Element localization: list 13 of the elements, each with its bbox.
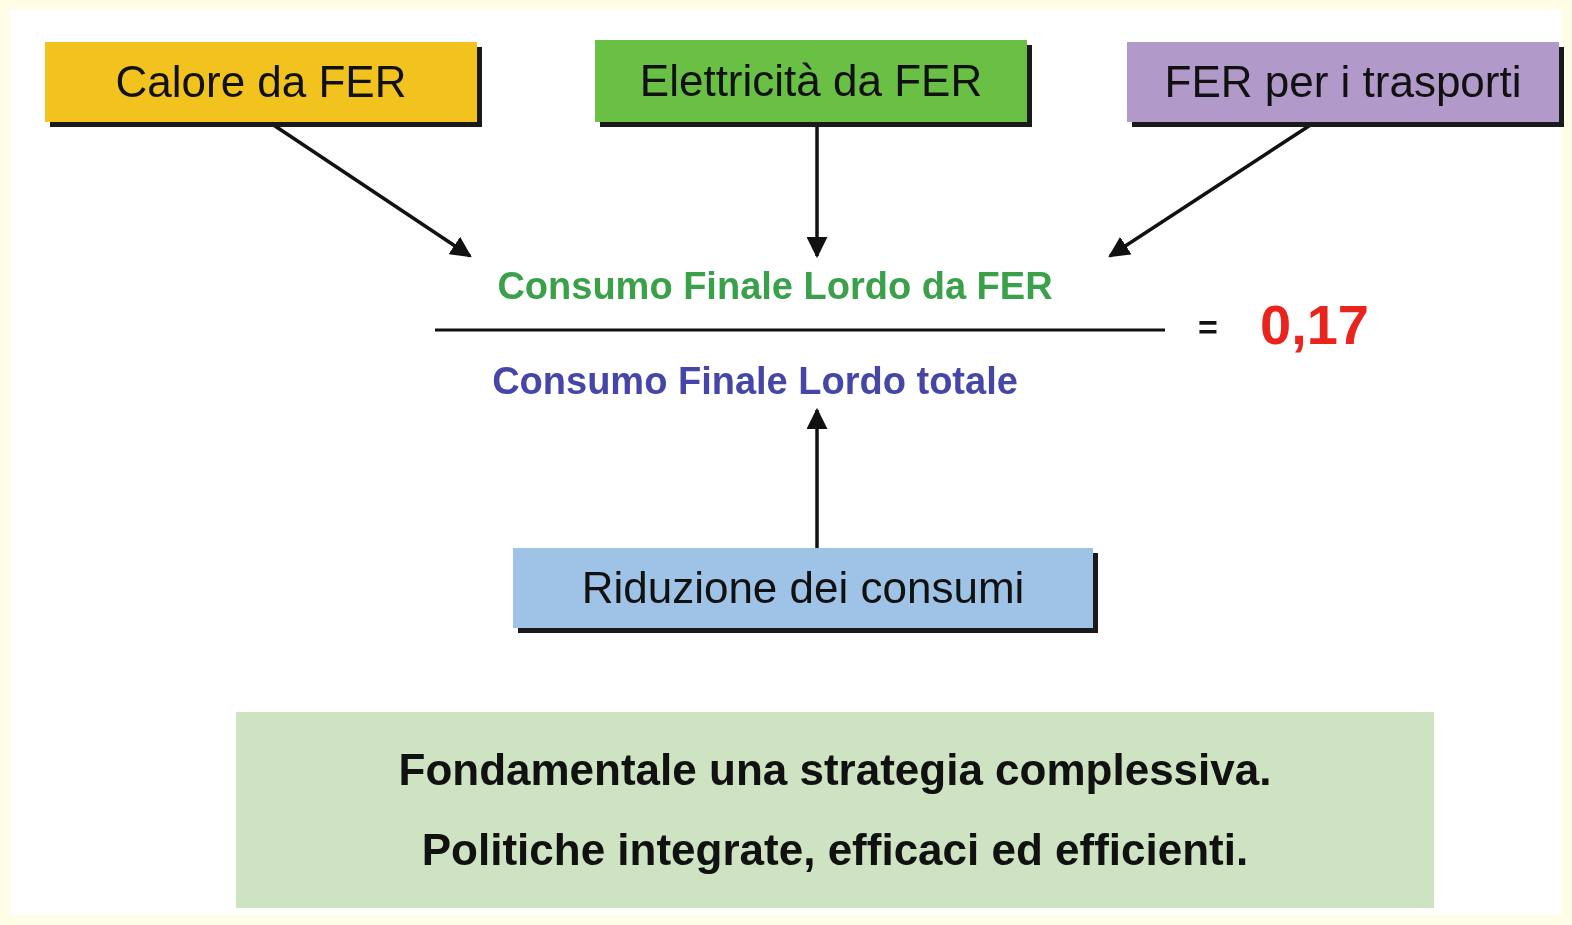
note-text: Fondamentale una strategia complessiva. <box>398 745 1272 795</box>
denominator-text: Consumo Finale Lordo totale <box>455 354 1055 408</box>
equals-sign: = <box>1198 308 1218 347</box>
box-label: Riduzione dei consumi <box>581 563 1025 613</box>
arrow <box>806 407 828 548</box>
note-text: Politiche integrate, efficaci ed efficienti. <box>421 825 1249 875</box>
box-label: Calore da FER <box>115 57 407 107</box>
result-value: 0,17 <box>1260 292 1369 357</box>
box-label: Elettricità da FER <box>639 56 983 106</box>
note-panel <box>236 712 1434 908</box>
arrow <box>806 124 828 259</box>
box-label: FER per i trasporti <box>1164 57 1522 107</box>
numerator-text: Consumo Finale Lordo da FER <box>455 258 1095 314</box>
